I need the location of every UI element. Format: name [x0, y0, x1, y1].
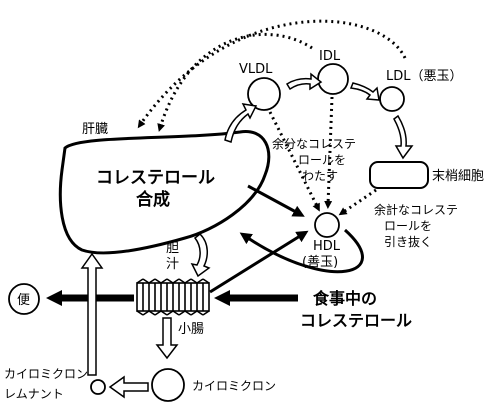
- liver-to-vldl-arrow: [224, 103, 258, 143]
- hdl-good-label: (善玉): [302, 254, 338, 270]
- hdl-to-liver-arrow: [239, 228, 364, 274]
- vldl-circle: [247, 77, 281, 111]
- vldl-label: VLDL: [239, 62, 273, 77]
- intestine-to-hdl-arrow: [209, 230, 309, 294]
- pull-label-line1: 余計なコレステ: [374, 202, 458, 217]
- idl-to-ldl-arrow: [349, 82, 380, 101]
- ldl-label: LDL（悪玉）: [386, 69, 463, 84]
- chylomicron-remnant-label-line1: カイロミクロン: [4, 367, 88, 381]
- small-intestine-label: 小腸: [178, 322, 204, 337]
- peripheral-to-hdl-dotted-arrow: [338, 188, 377, 216]
- peripheral-label: 末梢細胞: [432, 169, 484, 184]
- pull-label-line3: 引き抜く: [384, 235, 432, 249]
- chylomicron-remnant-circle: [90, 379, 106, 395]
- excess-label-line1: 余分なコレステ: [272, 136, 356, 151]
- idl-label: IDL: [319, 49, 341, 64]
- small-intestine-shape: [136, 278, 210, 316]
- ldl-circle: [379, 86, 405, 112]
- stool-label: 便: [17, 293, 30, 308]
- chylomicron-label: カイロミクロン: [192, 379, 276, 393]
- liver-to-hdl-arrow: [247, 184, 305, 217]
- hdl-label: HDL: [313, 239, 341, 254]
- vldl-to-idl-arrow: [285, 72, 323, 91]
- excess-label-line2: ロールを: [298, 153, 346, 167]
- bile-label-line2: 汁: [166, 257, 179, 272]
- peripheral-cell-shape: [369, 161, 429, 189]
- idl-to-hdl-dotted-arrow: [324, 96, 334, 209]
- diet-label-line1: 食事中の: [312, 289, 377, 308]
- stool-circle: [8, 283, 40, 315]
- idl-circle: [317, 63, 349, 95]
- intestine-to-chylomicron-arrow: [155, 317, 179, 360]
- ldl-to-peripheral-arrow: [393, 114, 414, 160]
- bile-label-line1: 胆: [166, 241, 179, 256]
- liver-label: 肝臓: [82, 122, 108, 137]
- synthesis-label-line1: コレステロール: [96, 168, 215, 188]
- idl-return-dotted-arrow: [157, 32, 313, 132]
- remnant-to-liver-arrow: [80, 252, 104, 376]
- bile-arrow: [190, 232, 211, 278]
- chylomicron-remnant-label-line2: レムナント: [4, 387, 64, 401]
- pull-label-line2: ロールを: [384, 219, 432, 233]
- ldl-return-dotted-arrow: [137, 19, 407, 129]
- chylomicron-to-remnant-arrow: [108, 375, 149, 399]
- synthesis-label-line2: 合成: [136, 189, 170, 210]
- chylomicron-circle: [151, 368, 185, 402]
- liver-shape: [58, 130, 271, 255]
- hdl-circle: [314, 212, 340, 238]
- diet-label-line2: コレステロール: [300, 311, 412, 330]
- excess-label-line3: わたす: [302, 169, 338, 183]
